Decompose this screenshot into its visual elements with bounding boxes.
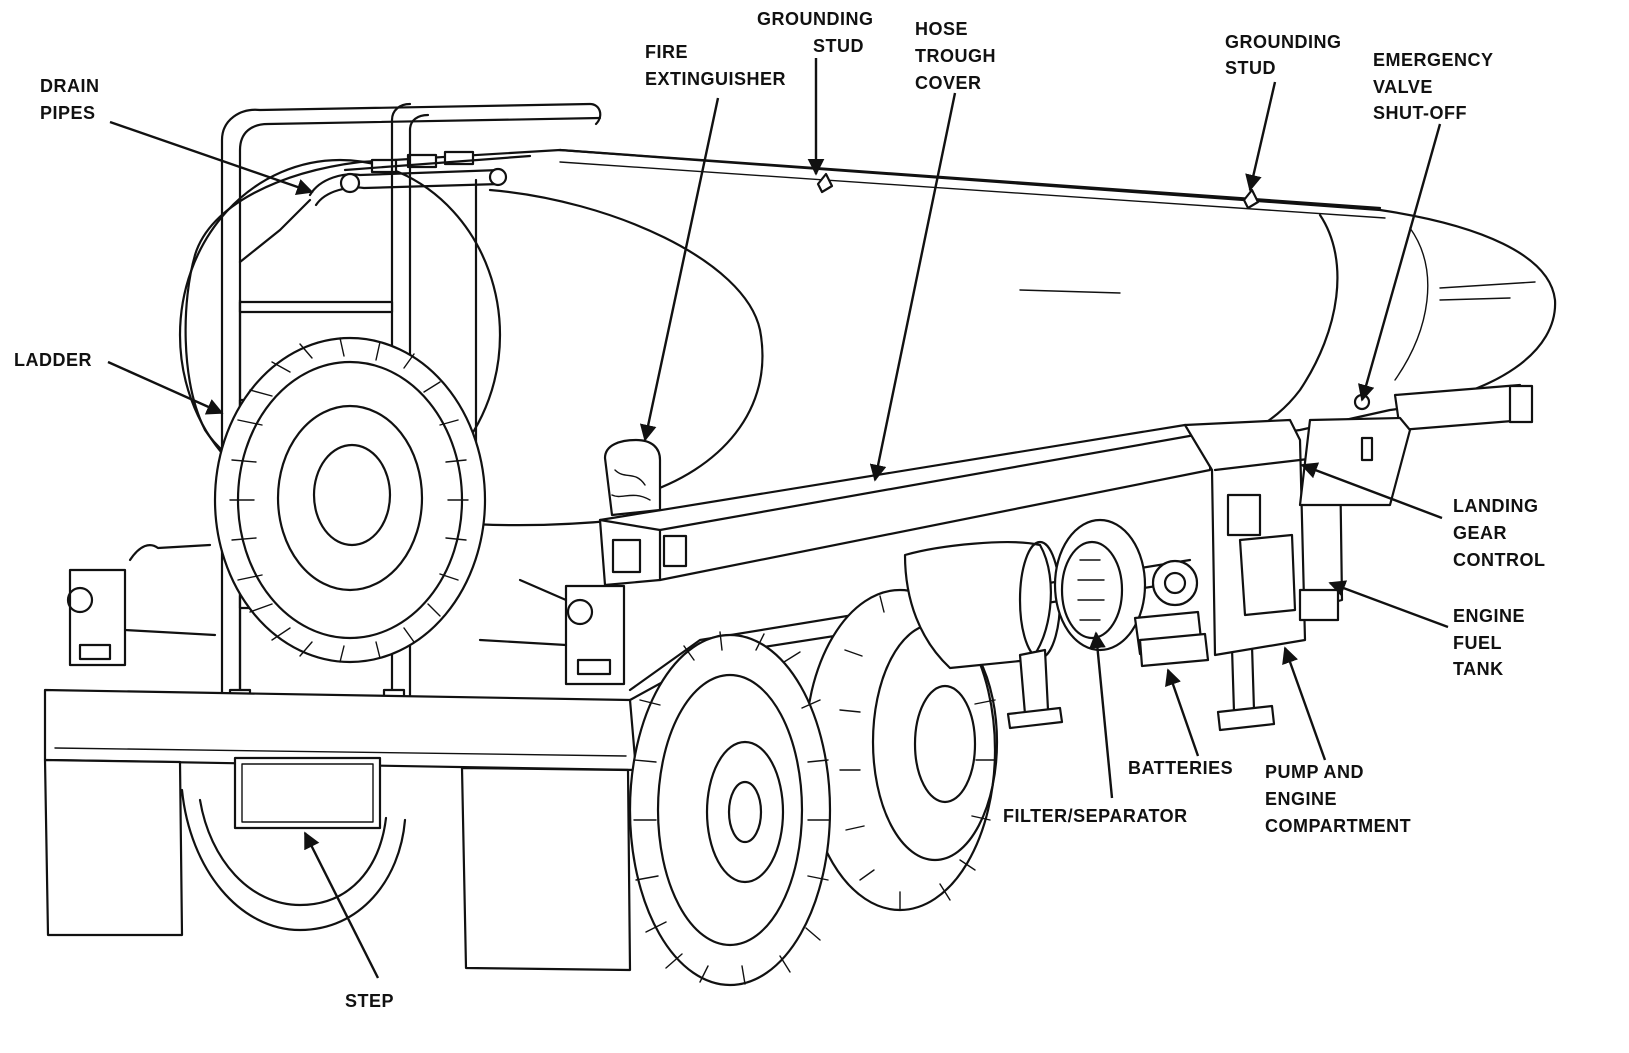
label-pump-engine-compartment: PUMP AND ENGINE COMPARTMENT: [1265, 762, 1411, 836]
fire-extinguisher-shape: [603, 438, 662, 517]
batteries-shape: [1133, 610, 1210, 668]
grounding-stud-shape-1: [816, 172, 834, 194]
label-emergency-valve-shutoff: EMERGENCY VALVE SHUT-OFF: [1373, 50, 1499, 123]
landing-gear: [1006, 644, 1276, 732]
label-grounding-stud-1: GROUNDING STUD: [757, 9, 879, 56]
grounding-stud-shape-2: [1242, 188, 1260, 210]
label-grounding-stud-2: GROUNDING STUD: [1225, 32, 1347, 78]
label-landing-gear-control: LANDING GEAR CONTROL: [1453, 496, 1546, 570]
label-batteries: BATTERIES: [1128, 758, 1233, 778]
filter-separator-shape: [1053, 518, 1147, 652]
tail-light-right: [564, 584, 626, 686]
pump-engine-compartment-shape: [1151, 418, 1344, 657]
emergency-valve-shape: [1298, 393, 1412, 507]
label-hose-trough-cover: HOSE TROUGH COVER: [915, 19, 1002, 93]
callout-labels: DRAIN PIPES LADDER FIRE EXTINGUISHER GRO…: [14, 9, 1546, 1011]
spare-tire: [213, 336, 487, 664]
rear-bumper: [43, 688, 638, 972]
label-fire-extinguisher: FIRE EXTINGUISHER: [645, 42, 786, 89]
manhole-covers: [343, 150, 532, 174]
label-filter-separator: FILTER/SEPARATOR: [1003, 806, 1188, 826]
rear-left-wheel: [180, 788, 407, 932]
drain-pipes-shape: [238, 167, 508, 264]
tandem-wheels: [628, 588, 999, 987]
tail-light-left: [66, 543, 217, 667]
label-engine-fuel-tank: ENGINE FUEL TANK: [1453, 606, 1531, 679]
label-step: STEP: [345, 991, 394, 1011]
label-ladder: LADDER: [14, 350, 92, 370]
label-drain-pipes: DRAIN PIPES: [40, 76, 105, 123]
callout-leaders: [107, 58, 1449, 979]
tanker-trailer-illustration: [43, 102, 1557, 987]
